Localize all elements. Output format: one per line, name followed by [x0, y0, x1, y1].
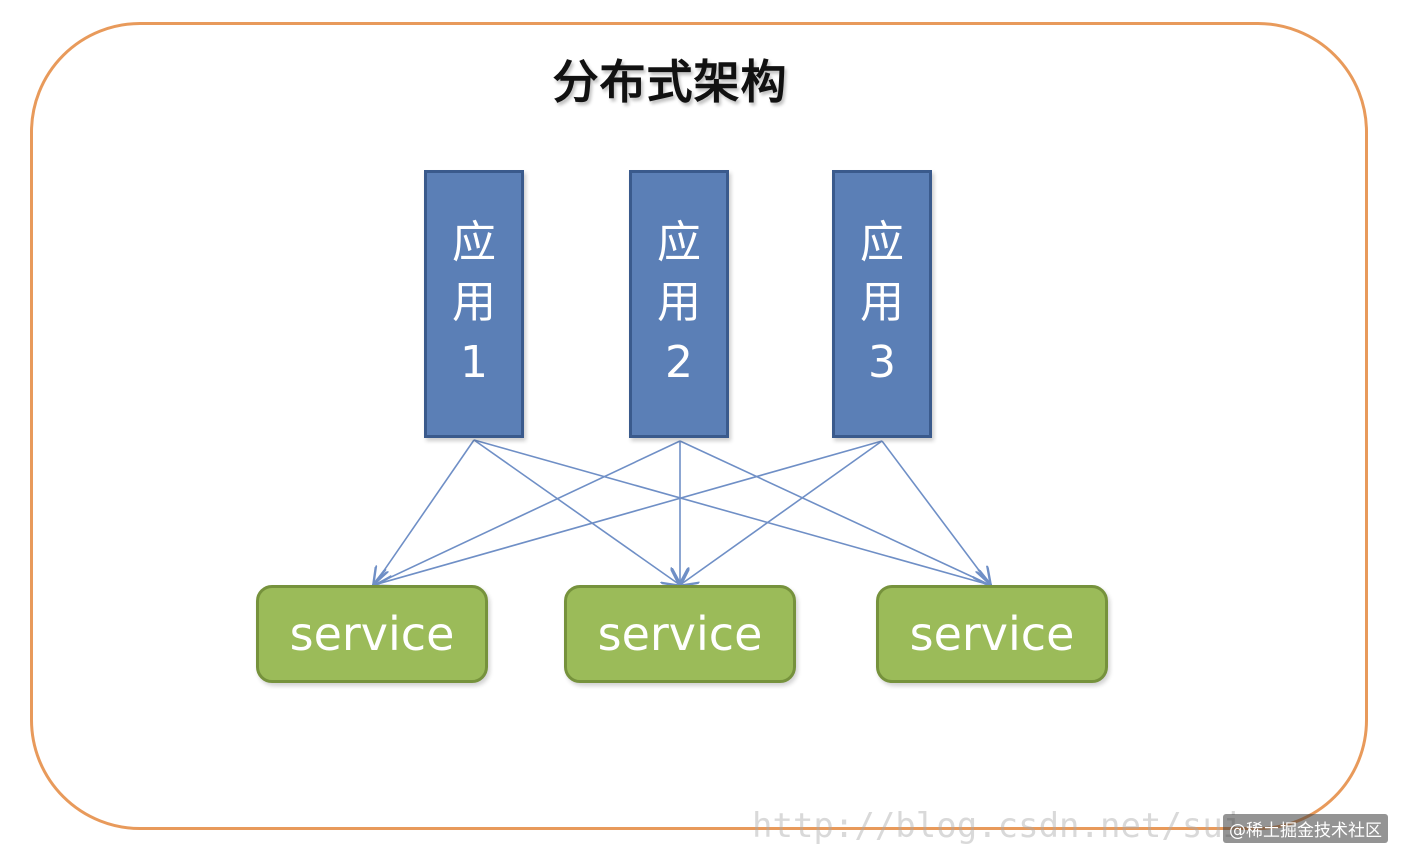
service-node-2: service: [564, 585, 796, 683]
app-2-char-1: 应: [657, 217, 701, 268]
app-2-number: 2: [665, 337, 693, 388]
app-3-char-1: 应: [860, 217, 904, 268]
service-node-1: service: [256, 585, 488, 683]
service-node-3: service: [876, 585, 1108, 683]
app-node-1: 应 用 1: [424, 170, 524, 438]
watermark-url: http://blog.csdn.net/sui: [752, 806, 1244, 846]
app-1-char-2: 用: [452, 277, 496, 328]
diagram-title: 分布式架构: [552, 55, 788, 109]
app-node-2: 应 用 2: [629, 170, 729, 438]
app-node-3: 应 用 3: [832, 170, 932, 438]
watermark-badge: @稀土掘金技术社区: [1223, 814, 1388, 843]
app-3-number: 3: [868, 337, 896, 388]
app-2-char-2: 用: [657, 277, 701, 328]
app-1-number: 1: [460, 337, 488, 388]
app-3-char-2: 用: [860, 277, 904, 328]
app-1-char-1: 应: [452, 217, 496, 268]
